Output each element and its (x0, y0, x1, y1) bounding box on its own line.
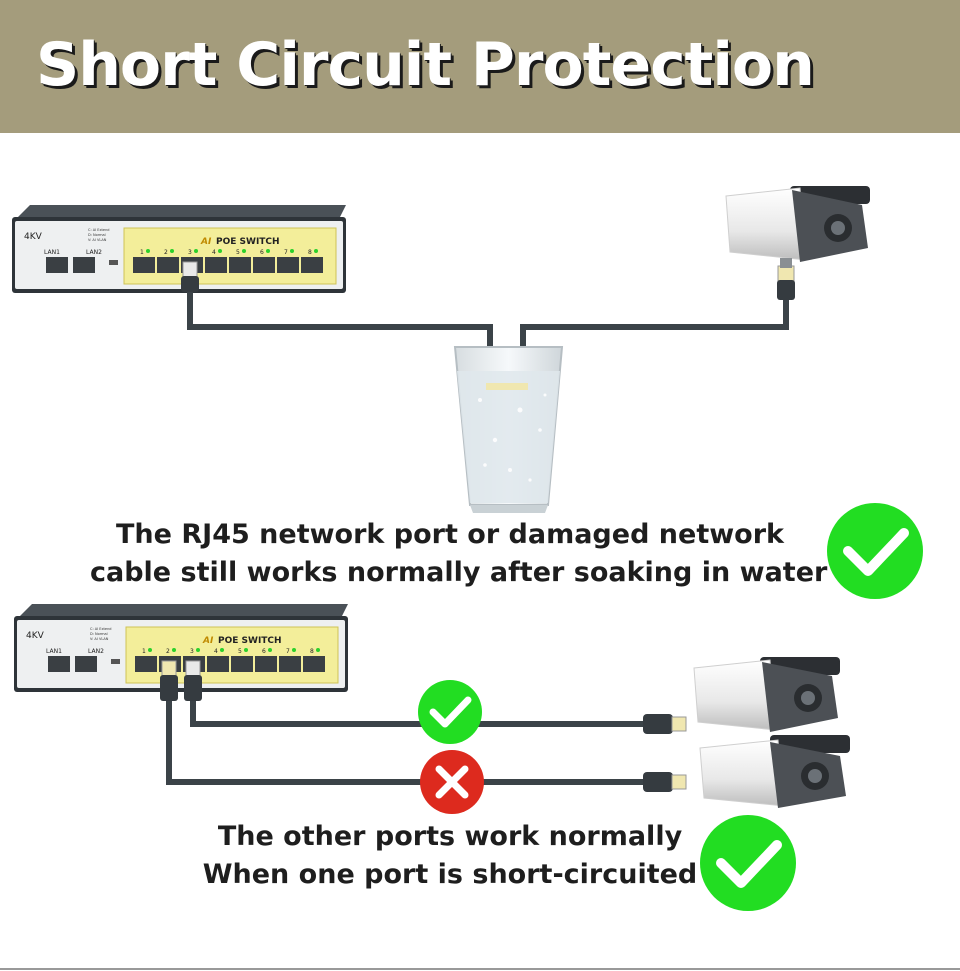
camera-bottom-1 (693, 657, 840, 732)
svg-text:1: 1 (140, 249, 144, 256)
cross-icon (420, 750, 484, 814)
rj45-plug-camera-top (777, 265, 795, 300)
water-glass (453, 346, 564, 513)
poe-switch-top: 4KV AI POE SWITCH C: AI Extend D: Normal… (12, 205, 346, 293)
check-icon (700, 815, 796, 911)
rj45-plugs-switch-bottom (160, 660, 202, 701)
switch-brand: 4KV (24, 232, 43, 242)
switch-name-prefix: AI (200, 237, 212, 247)
svg-text:2: 2 (164, 249, 168, 256)
svg-text:V: AI VLAN: V: AI VLAN (88, 238, 107, 242)
svg-text:2: 2 (166, 648, 170, 655)
switch-name: POE SWITCH (216, 237, 280, 247)
svg-text:C: AI Extend: C: AI Extend (88, 228, 110, 232)
switch-name-prefix-bottom: AI (202, 636, 214, 646)
svg-text:5: 5 (236, 249, 240, 256)
svg-text:C: AI Extend: C: AI Extend (90, 627, 112, 631)
check-icon (418, 680, 482, 744)
page-title: Short Circuit Protection (36, 30, 815, 100)
water-caption-line2: cable still works normally after soaking… (90, 557, 828, 588)
svg-text:7: 7 (284, 249, 288, 256)
uplink-label-lan1: LAN1 (44, 249, 60, 256)
svg-text:4: 4 (212, 249, 216, 256)
switch-brand-bottom: 4KV (26, 631, 45, 641)
svg-text:D: Normal: D: Normal (90, 632, 108, 636)
uplink-label-lan2-bottom: LAN2 (88, 648, 104, 655)
switch-name-bottom: POE SWITCH (218, 636, 282, 646)
short-caption-line1: The other ports work normally (217, 821, 683, 852)
port-labels-top: 1 2 3 4 5 6 7 8 (140, 249, 312, 256)
title-banner: Short Circuit Protection (0, 0, 960, 133)
water-caption-line1: The RJ45 network port or damaged network (116, 519, 784, 550)
check-icon (827, 503, 923, 599)
svg-text:3: 3 (188, 249, 192, 256)
svg-text:5: 5 (238, 648, 242, 655)
network-cables-bottom (166, 700, 645, 785)
svg-text:1: 1 (142, 648, 146, 655)
svg-text:3: 3 (190, 648, 194, 655)
rj45-plug-switch-top (181, 261, 199, 292)
short-circuit-caption: The other ports work normally When one p… (200, 818, 700, 894)
rj45-plugs-camera-bottom (643, 714, 687, 792)
uplink-port-lan2 (73, 257, 95, 273)
short-caption-line2: When one port is short-circuited (202, 859, 698, 890)
svg-text:6: 6 (260, 249, 264, 256)
poe-switch-bottom: 4KV AI POE SWITCH C: AI Extend D: Normal… (14, 604, 348, 692)
svg-text:V: AI VLAN: V: AI VLAN (90, 637, 109, 641)
water-caption: The RJ45 network port or damaged network… (90, 516, 828, 592)
svg-text:D: Normal: D: Normal (88, 233, 106, 237)
svg-text:6: 6 (262, 648, 266, 655)
camera-top (725, 186, 870, 268)
uplink-label-lan2: LAN2 (86, 249, 102, 256)
svg-text:4: 4 (214, 648, 218, 655)
port-labels-bottom: 1 2 3 4 5 6 7 8 (142, 648, 314, 655)
camera-bottom-2 (699, 735, 850, 808)
console-port (109, 260, 118, 265)
svg-text:8: 8 (310, 648, 314, 655)
svg-text:8: 8 (308, 249, 312, 256)
switch-legend: C: AI Extend D: Normal V: AI VLAN (88, 228, 110, 242)
switch-legend-bottom: C: AI Extend D: Normal V: AI VLAN (90, 627, 112, 641)
uplink-label-lan1-bottom: LAN1 (46, 648, 62, 655)
svg-text:7: 7 (286, 648, 290, 655)
uplink-port-lan1 (46, 257, 68, 273)
